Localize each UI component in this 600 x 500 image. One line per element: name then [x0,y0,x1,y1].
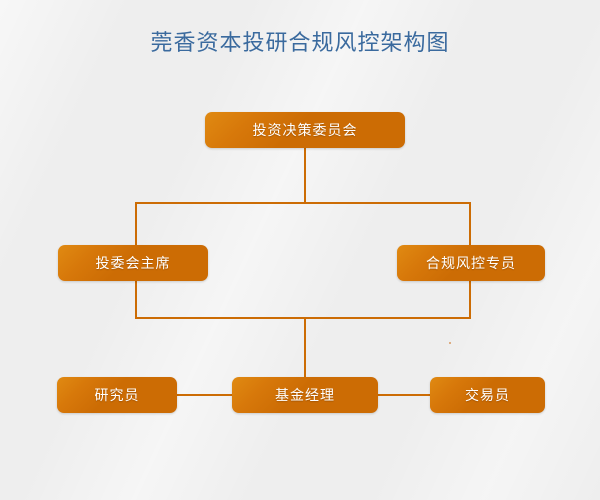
node-trader[interactable]: 交易员 [430,377,545,413]
connector-manager-trader [378,394,431,396]
connector-level2-bus [135,202,471,204]
node-fund-manager[interactable]: 基金经理 [232,377,378,413]
connector-level3-bus [135,317,471,319]
connector-to-chairman [135,202,137,246]
node-compliance-risk-officer[interactable]: 合规风控专员 [397,245,545,281]
node-investment-decision-committee[interactable]: 投资决策委员会 [205,112,405,148]
connector-chairman-down [135,281,137,318]
connector-manager-researcher [177,394,233,396]
connector-to-fund-manager [304,317,306,378]
background-speck [449,342,451,344]
node-researcher[interactable]: 研究员 [57,377,177,413]
connector-to-risk-officer [469,202,471,246]
connector-committee-down [304,148,306,203]
connector-risk-officer-down [469,281,471,318]
page-title: 莞香资本投研合规风控架构图 [150,30,450,55]
node-ic-chairman[interactable]: 投委会主席 [58,245,208,281]
